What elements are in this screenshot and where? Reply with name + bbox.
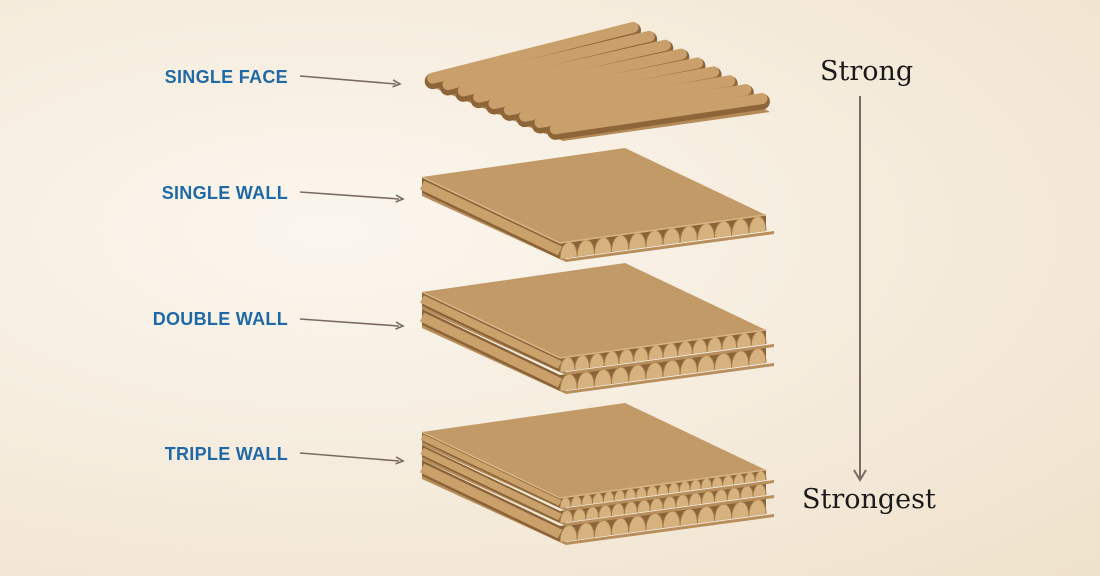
label-double-wall: DOUBLE WALL [152,309,288,329]
triple-wall-board [422,403,766,498]
strength-arrowhead-icon [853,469,867,482]
flute-side [419,180,563,256]
flute-side [420,434,562,506]
pointer-arrow-line [299,191,400,200]
strength-bottom-label: Strongest [802,484,936,515]
flute-ridge [473,48,687,103]
arrowhead-icon [395,194,405,203]
double-wall-board [422,263,766,358]
label-single-face: SINGLE FACE [164,67,288,87]
arrowhead-icon [395,321,405,330]
arrowhead-icon [392,79,402,88]
flute-ridge [442,30,655,90]
flute-side [419,312,563,388]
liner-edge [422,306,774,375]
pointer-arrow-line [299,318,400,327]
arrowhead-icon [395,456,405,465]
pointer-arrow-line [299,452,400,462]
board-edge-highlight [421,431,767,499]
liner-edge [422,476,774,545]
flute-ridge [488,57,703,109]
board-edge-highlight [421,176,767,244]
liner-edge [422,457,774,526]
liner-edge [422,193,774,262]
board-edge-highlight [421,291,767,359]
strength-top-label: Strong [820,56,914,87]
single-wall-board [422,148,766,243]
flute-side [419,463,563,539]
flute-ridge [427,21,639,84]
flute-ridge [457,39,671,97]
flute-side [420,447,562,521]
label-single-wall: SINGLE WALL [161,183,288,203]
label-triple-wall: TRIPLE WALL [164,444,288,464]
flute-ridge [534,84,752,128]
flute-ridge [519,75,736,122]
flute-side [420,295,562,369]
liner-edge [422,325,774,394]
liner-edge [422,442,774,511]
flute-ridge [549,93,768,135]
pointer-arrow-line [299,75,397,85]
flute-ridge [503,66,720,116]
